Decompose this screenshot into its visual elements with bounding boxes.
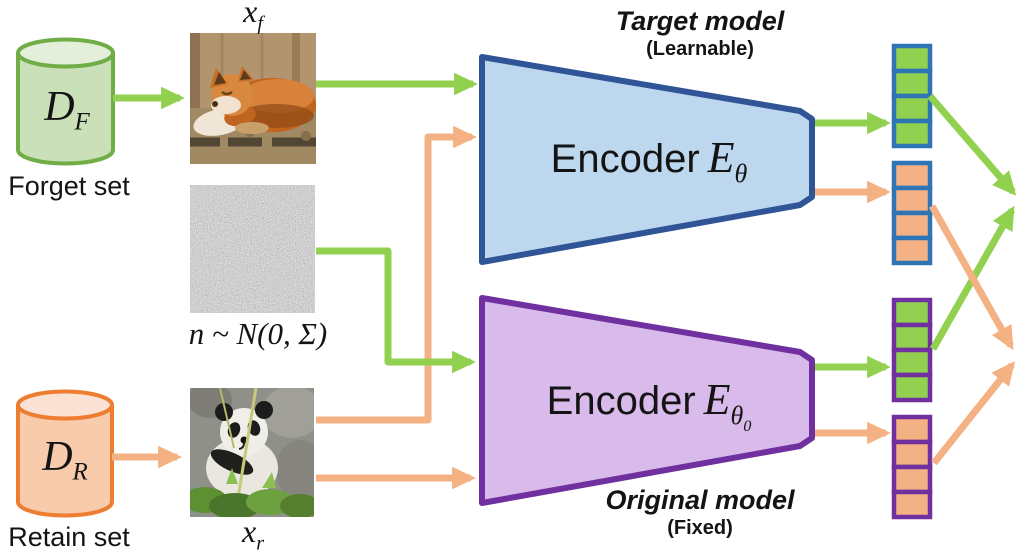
arrow-original-retain-to-merge [931,361,1016,466]
embedding-cell [891,439,933,470]
embedding-cell [891,43,933,74]
embedding-stack-target-retain [891,160,933,266]
original-model-subtitle: (Fixed) [667,517,733,539]
noise-image [190,185,315,313]
embedding-cell [891,372,933,403]
embedding-cell [891,464,933,495]
forget-set-caption: Forget set [8,171,130,201]
noise-distribution-label: n ~ N(0, Σ) [188,316,328,351]
embedding-cell [891,68,933,99]
retain-sample-image [190,388,314,517]
embedding-cell [891,414,933,445]
embedding-cell [891,185,933,216]
arrow-target-forget-to-merge [927,93,1017,196]
forget-dataset-symbol: DF [44,84,90,136]
xf-label: xf [243,0,263,35]
embedding-cell [891,489,933,520]
arrow-target-retain-to-merge [928,204,1015,351]
embedding-stack-target-forget [891,43,933,149]
embedding-cell [891,160,933,191]
retain-dataset-cylinder [16,389,114,518]
retain-dataset-symbol: DR [42,434,88,486]
embedding-stack-original-forget [891,297,933,403]
embedding-cell [891,93,933,124]
embedding-cell [891,118,933,149]
embedding-cell [891,210,933,241]
forget-sample-image [190,33,316,164]
forget-dataset-cylinder [16,37,115,166]
target-model-title: Target model [615,6,785,36]
embedding-stacks [891,43,933,520]
original-model-title: Original model [605,485,795,515]
xr-label: xr [242,513,264,555]
original-encoder-shape [479,295,815,506]
retain-set-caption: Retain set [8,522,130,552]
embedding-stack-original-retain [891,414,933,520]
embedding-cell [891,235,933,266]
embedding-cell [891,322,933,353]
target-model-subtitle: (Learnable) [646,38,754,60]
arrow-noise-to-original-encoder [316,247,476,374]
arrow-xr-to-target-encoder [316,125,477,424]
embedding-cell [891,347,933,378]
target-encoder-shape [479,54,815,265]
embedding-cell [891,297,933,328]
